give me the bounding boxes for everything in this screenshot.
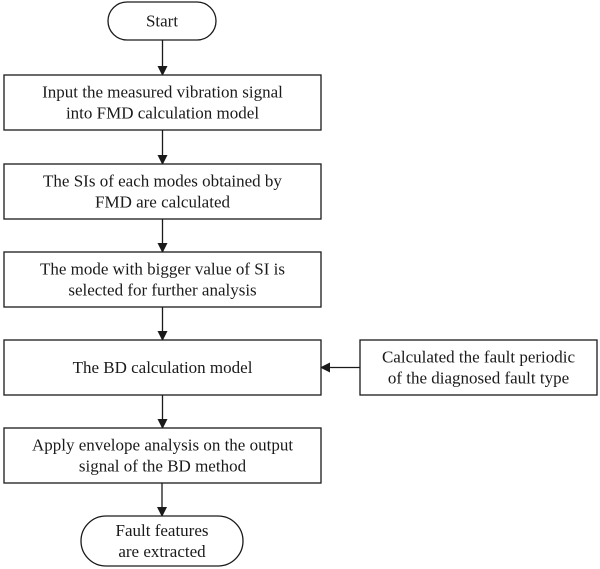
node-period: Calculated the fault periodic of the diag… — [359, 339, 598, 396]
node-end-label: are extracted — [118, 542, 206, 561]
node-envelope-label: Apply envelope analysis on the output — [32, 436, 293, 455]
node-period-label: of the diagnosed fault type — [388, 369, 569, 388]
node-start-label: Start — [146, 12, 178, 31]
node-envelope: Apply envelope analysis on the output sig… — [3, 427, 322, 484]
node-end: Fault features are extracted — [80, 515, 244, 567]
node-bd-box — [3, 339, 322, 396]
node-start-box — [107, 1, 217, 41]
node-bd-label: The BD calculation model — [73, 358, 253, 377]
node-period-box — [359, 339, 598, 396]
node-input: Input the measured vibration signal into … — [3, 74, 322, 131]
node-envelope-label: signal of the BD method — [79, 457, 247, 476]
node-select-label: selected for further analysis — [68, 281, 256, 300]
node-select: The mode with bigger value of SI is selec… — [3, 251, 322, 308]
node-period-label: Calculated the fault periodic — [382, 348, 576, 367]
node-si: The SIs of each modes obtained by FMD are… — [3, 163, 322, 220]
node-select-label: The mode with bigger value of SI is — [40, 260, 285, 279]
node-si-label: FMD are calculated — [95, 193, 230, 212]
node-end-label: Fault features — [116, 521, 209, 540]
node-si-label: The SIs of each modes obtained by — [43, 172, 282, 191]
node-input-box — [3, 74, 322, 131]
node-envelope-box — [3, 427, 322, 484]
node-input-label: into FMD calculation model — [66, 104, 259, 123]
node-si-box — [3, 163, 322, 220]
node-bd: The BD calculation model — [3, 339, 322, 396]
node-select-box — [3, 251, 322, 308]
node-start: Start — [107, 1, 217, 41]
node-input-label: Input the measured vibration signal — [42, 83, 283, 102]
node-end-box — [80, 515, 244, 567]
